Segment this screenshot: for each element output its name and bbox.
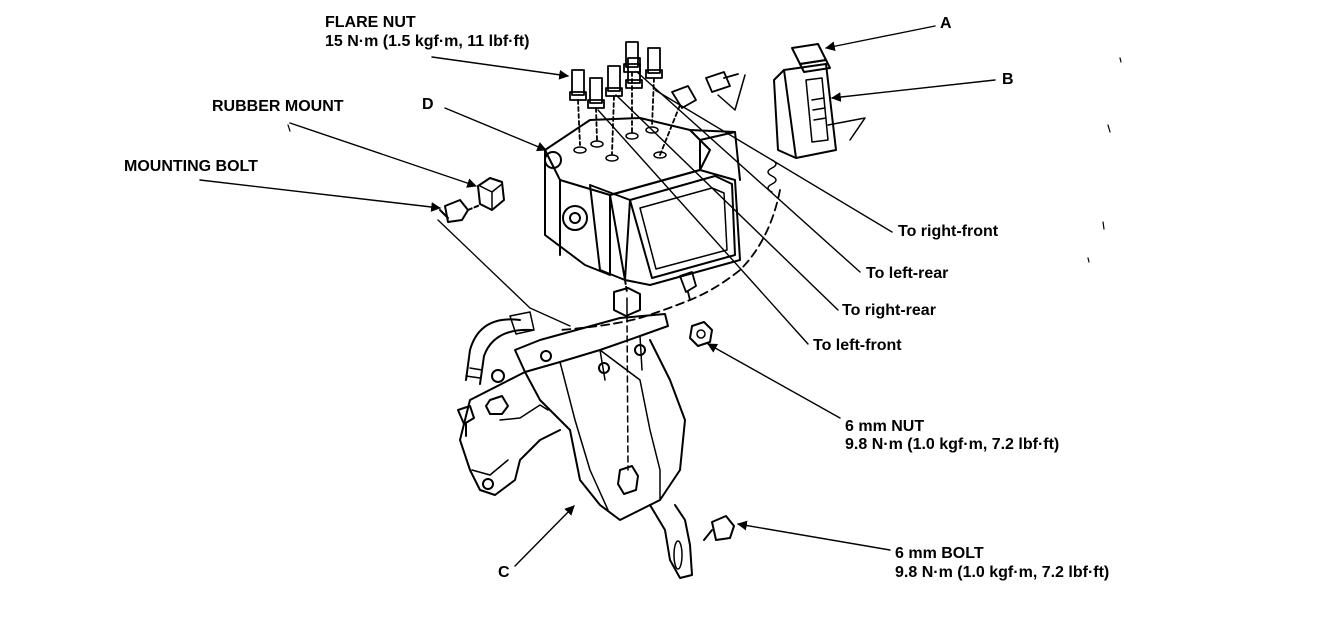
- line-left-rear: [636, 71, 861, 273]
- bolt-6mm-torque: 9.8 N·m (1.0 kgf·m, 7.2 lbf·ft): [895, 564, 1110, 581]
- to-right-front-label: To right-front: [898, 223, 999, 240]
- scan-specks: [287, 57, 1122, 263]
- abs-modulator-unit: [544, 117, 741, 286]
- mounting-bolt: [439, 199, 481, 223]
- fitting-bolt: [659, 71, 746, 156]
- flare-nut: [625, 57, 643, 89]
- mounting-bolt-label: MOUNTING BOLT: [124, 158, 258, 175]
- flare-nut-torque: 15 N·m (1.5 kgf·m, 11 lbf·ft): [325, 33, 530, 50]
- connector-body-b: [783, 63, 837, 159]
- bolt-6mm-title: 6 mm BOLT: [895, 545, 984, 562]
- small-bolt: [679, 271, 697, 301]
- rubber-mount-label: RUBBER MOUNT: [212, 98, 344, 115]
- leader-b: [831, 79, 996, 102]
- leader-mounting-bolt: [199, 179, 441, 212]
- line-right-rear: [615, 94, 839, 311]
- line-left-front: [597, 109, 809, 345]
- leader-rubber-mount: [289, 122, 477, 188]
- to-left-rear-label: To left-rear: [866, 265, 949, 282]
- leader-d: [444, 107, 547, 152]
- flare-nut: [605, 65, 623, 155]
- connector-assembly: [767, 43, 866, 193]
- nut-6mm-torque: 9.8 N·m (1.0 kgf·m, 7.2 lbf·ft): [845, 436, 1060, 453]
- flare-nut: [569, 69, 587, 146]
- leader-flare-nut: [431, 56, 569, 80]
- to-right-rear-label: To right-rear: [842, 302, 936, 319]
- flare-nut-title: FLARE NUT: [325, 14, 416, 31]
- nut-6mm-title: 6 mm NUT: [845, 418, 925, 435]
- flare-nut: [587, 77, 605, 141]
- bolt-6mm: [703, 515, 735, 541]
- leader-nut-6mm: [707, 343, 841, 419]
- letter-d-label: D: [422, 96, 434, 113]
- leader-bolt-6mm: [737, 520, 891, 551]
- rubber-mount: [477, 177, 505, 211]
- alignment-line: [437, 219, 571, 327]
- leader-c: [514, 505, 575, 567]
- leader-a: [825, 25, 936, 52]
- rubber-mount-bottom: [613, 279, 641, 471]
- to-left-front-label: To left-front: [813, 337, 902, 354]
- flare-nut: [645, 47, 663, 127]
- flare-nuts: [569, 41, 663, 155]
- letter-c-label: C: [498, 564, 510, 581]
- letter-a-label: A: [940, 15, 952, 32]
- letter-b-label: B: [1002, 71, 1014, 88]
- bracket-c: [457, 311, 693, 579]
- nut-6mm: [689, 321, 713, 347]
- line-right-front: [654, 89, 893, 233]
